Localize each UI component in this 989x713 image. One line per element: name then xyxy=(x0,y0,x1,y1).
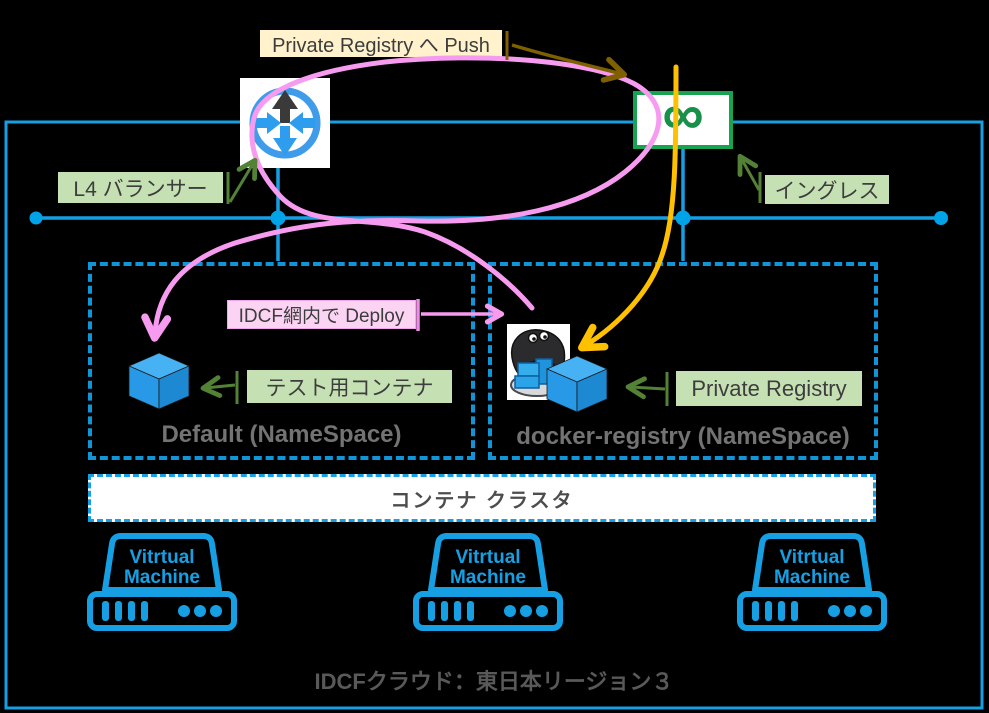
vm-label-line2: Machine xyxy=(774,567,850,588)
push-label: Private Registry へ Push xyxy=(260,30,502,57)
vm-label-line2: Machine xyxy=(450,567,526,588)
container-cluster-label: コンテナ クラスタ xyxy=(390,489,574,512)
test-container-cube-icon xyxy=(127,352,191,410)
vm-label-line1: Vitrtual xyxy=(129,547,194,568)
default-namespace-caption: Default (NameSpace) xyxy=(161,421,402,448)
test-container-label: テスト用コンテナ xyxy=(247,370,452,403)
vm-label-line1: Vitrtual xyxy=(455,547,520,568)
private-registry-label: Private Registry xyxy=(676,371,862,406)
virtual-machine-icon-1: Vitrtual Machine xyxy=(87,533,237,631)
container-cluster-bar: コンテナ クラスタ xyxy=(88,474,876,522)
virtual-machine-icon-3: Vitrtual Machine xyxy=(737,533,887,631)
ingress-label: イングレス xyxy=(765,175,889,204)
private-registry-cube-icon xyxy=(545,355,609,413)
namespace-box-docker-registry xyxy=(488,262,878,460)
push-label-arrow xyxy=(511,43,628,83)
vm-label-line2: Machine xyxy=(124,567,200,588)
network-endpoint-dot-right xyxy=(934,211,948,225)
ingress-icon: ∞ xyxy=(633,82,733,149)
l4-load-balancer-icon xyxy=(240,78,330,168)
docker-registry-namespace-caption: docker-registry (NameSpace) xyxy=(516,423,850,450)
vm-label-line1: Vitrtual xyxy=(779,547,844,568)
l4-balancer-label: L4 バランサー xyxy=(58,172,223,203)
network-junction-dot-lb xyxy=(270,210,286,226)
deploy-label: IDCF網内で Deploy xyxy=(227,300,416,329)
network-endpoint-dot-left xyxy=(29,211,43,225)
right-in-arrow-icon xyxy=(289,112,315,134)
network-junction-dot-ingress xyxy=(675,210,691,226)
left-in-arrow-icon xyxy=(255,112,281,134)
infinity-glyph: ∞ xyxy=(662,82,704,147)
virtual-machine-icon-2: Vitrtual Machine xyxy=(413,533,563,631)
ingress-label-arrow xyxy=(737,153,761,191)
region-caption: IDCFクラウド：東日本リージョン３ xyxy=(314,669,674,694)
load-balancer-glyph xyxy=(249,87,321,159)
